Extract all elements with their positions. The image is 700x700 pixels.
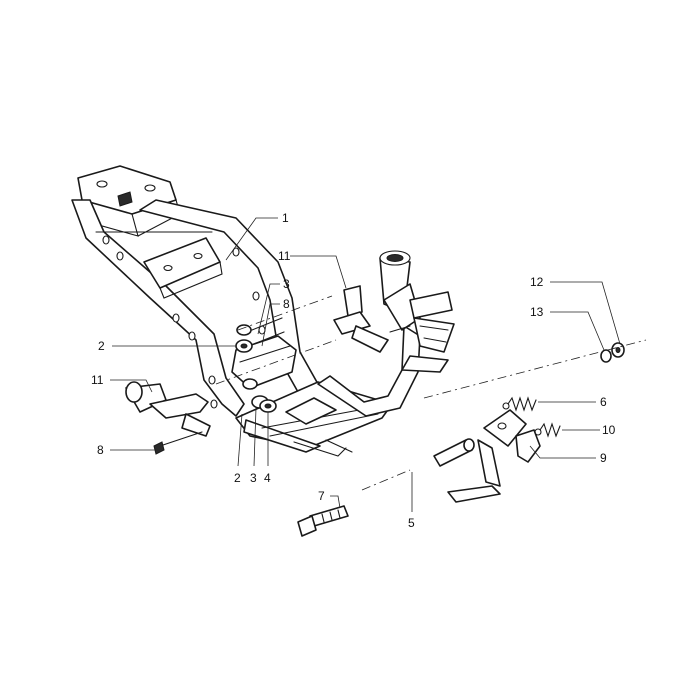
callout-12: 12 — [530, 275, 544, 289]
spring-6 — [502, 396, 537, 412]
callout-11-right: 11 — [278, 249, 291, 263]
scooter-frame — [71, 165, 455, 457]
center-stand — [447, 409, 541, 503]
washer-nut — [600, 342, 625, 363]
callout-2-lower: 2 — [234, 471, 241, 485]
swing-arm-bracket-left — [125, 381, 211, 437]
callout-3-lower: 3 — [250, 471, 257, 485]
callout-labels: 1 2 3 8 11 11 8 2 3 4 12 13 6 10 9 5 7 — [91, 211, 616, 530]
callout-10: 10 — [602, 423, 616, 437]
spacer-bushings-lower — [242, 378, 277, 413]
callout-8-upper: 8 — [283, 297, 290, 311]
callout-11-left: 11 — [91, 373, 104, 387]
callout-9: 9 — [600, 451, 607, 465]
callout-7: 7 — [318, 489, 325, 503]
callout-3-upper: 3 — [283, 277, 290, 291]
assembly-axis-lines — [215, 295, 647, 491]
callout-1: 1 — [282, 211, 289, 225]
callout-2-upper: 2 — [98, 339, 105, 353]
swing-arm-bracket-right — [333, 285, 411, 353]
silent-block-upper — [235, 317, 285, 353]
callout-8-lower: 8 — [97, 443, 104, 457]
callout-6: 6 — [600, 395, 607, 409]
stand-pivot-pin — [433, 438, 475, 467]
screw-left — [153, 431, 203, 455]
long-bolt — [297, 505, 349, 537]
leader-lines — [110, 217, 621, 512]
spring-10 — [534, 422, 561, 438]
callout-4: 4 — [264, 471, 271, 485]
callout-13: 13 — [530, 305, 544, 319]
callout-5: 5 — [408, 516, 415, 530]
